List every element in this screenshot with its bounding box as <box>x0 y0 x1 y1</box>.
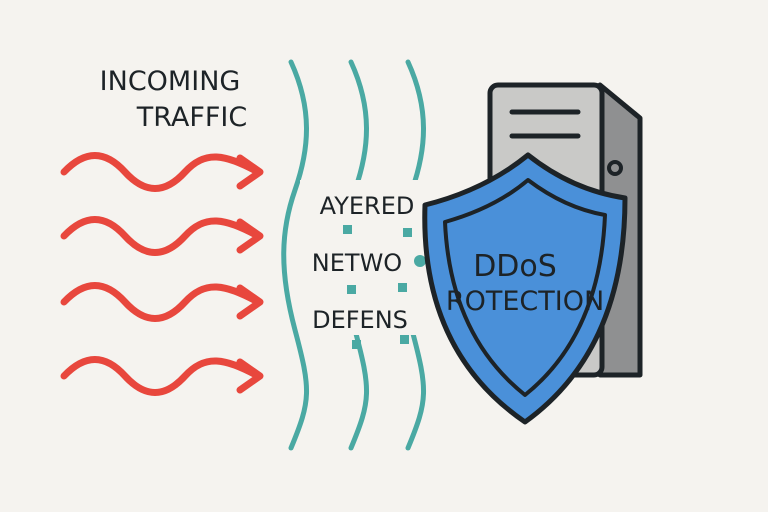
incoming-label-line2: TRAFFIC <box>136 102 248 133</box>
layer-text-backdrop <box>300 180 430 335</box>
traffic-arrow-1 <box>60 152 264 192</box>
wave-dashes <box>343 225 426 349</box>
traffic-arrow-4 <box>60 356 264 396</box>
layer-label-line2: NETWO <box>312 249 402 277</box>
incoming-label-line1: INCOMING <box>100 66 241 97</box>
defense-wave-1 <box>281 59 309 451</box>
shield-icon <box>422 152 628 425</box>
shield-label-line1: DDoS <box>473 249 557 284</box>
traffic-arrow-2 <box>60 216 264 256</box>
layer-label-line3: DEFENS <box>312 306 408 334</box>
shield-label-line2: ROTECTION <box>446 286 604 317</box>
layer-label-line1: AYERED <box>320 192 415 220</box>
traffic-arrow-3 <box>60 282 264 322</box>
